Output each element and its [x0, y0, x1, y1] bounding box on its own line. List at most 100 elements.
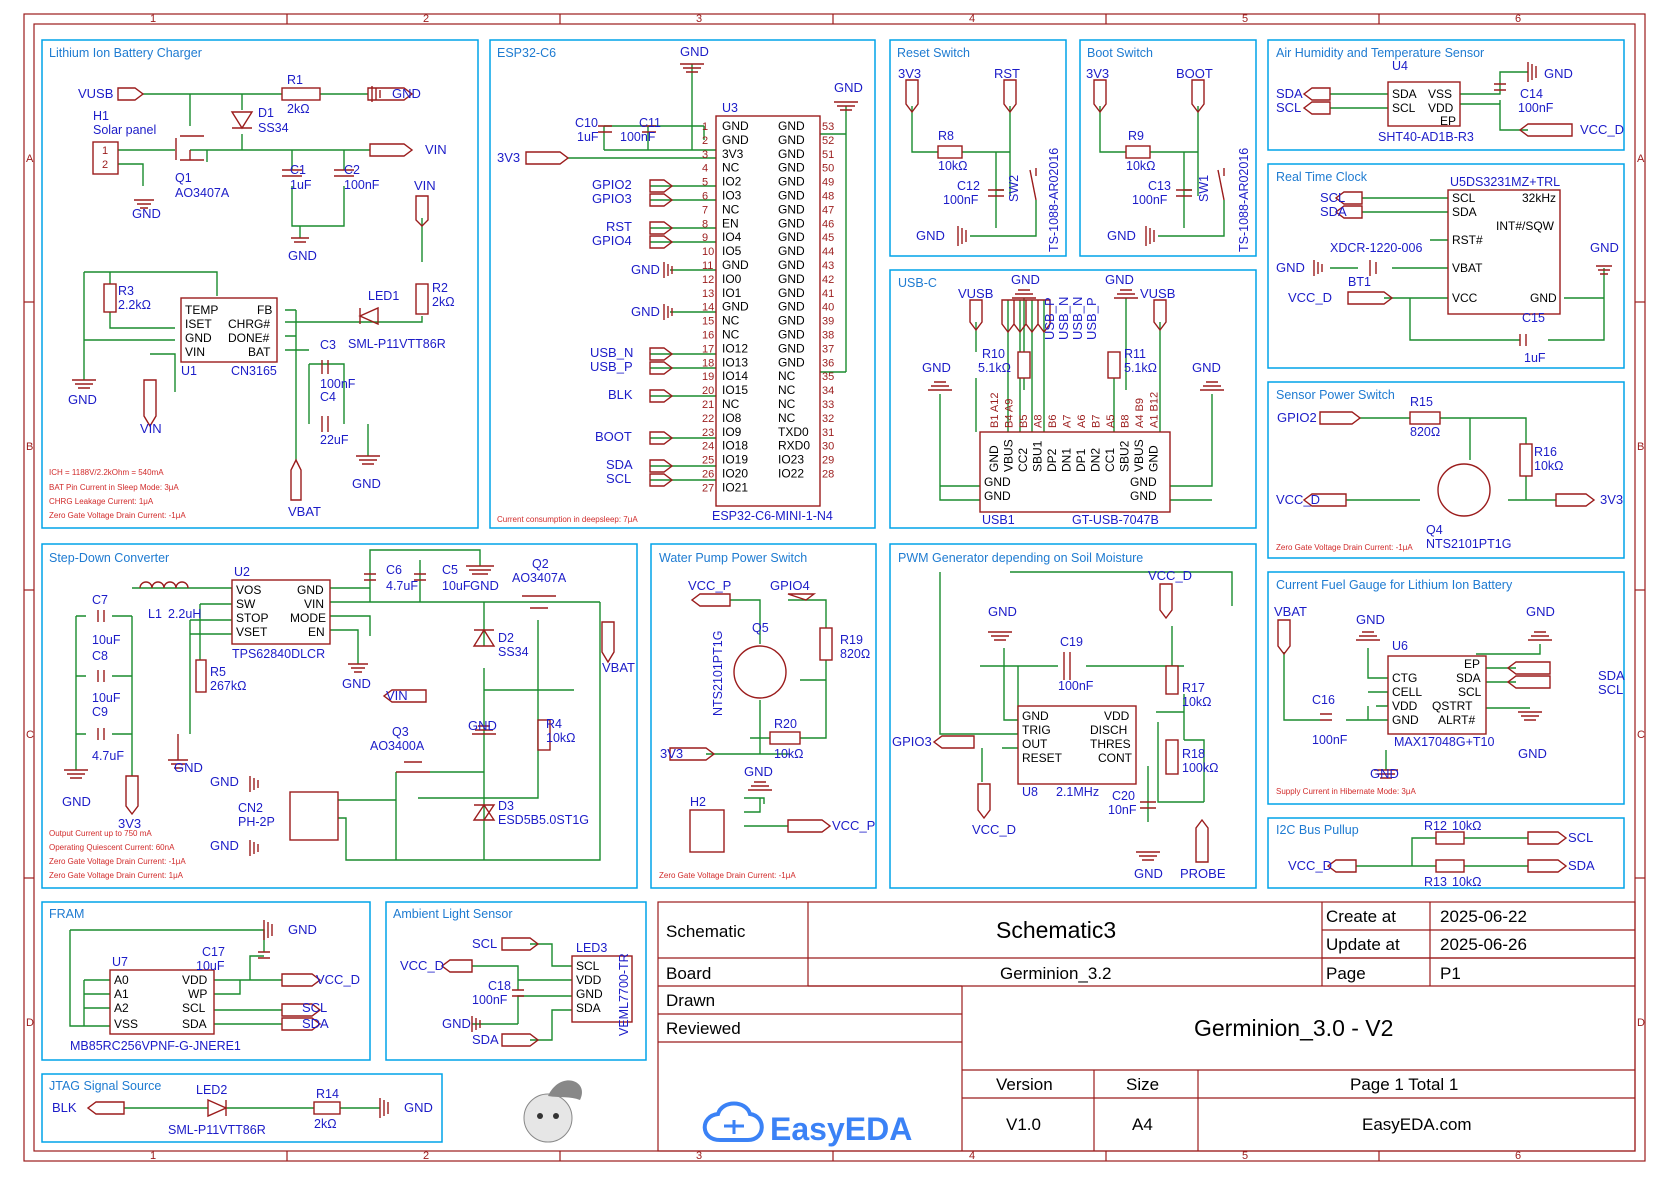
r3-resistor	[103, 283, 117, 313]
svg-text:SCL: SCL	[1598, 682, 1623, 697]
svg-text:RESET: RESET	[1022, 751, 1063, 765]
esp-pin-num-right: 36	[822, 357, 834, 369]
cn2-connector	[289, 791, 339, 841]
svg-text:1uF: 1uF	[577, 130, 599, 144]
esp-pin-num-left: 26	[702, 469, 714, 481]
svg-text:10kΩ: 10kΩ	[1452, 819, 1482, 833]
u5-chip	[1447, 189, 1561, 315]
svg-text:GT-USB-7047B: GT-USB-7047B	[1072, 513, 1159, 527]
svg-text:VCC_D: VCC_D	[1148, 568, 1192, 583]
ground-symbol	[471, 1016, 481, 1032]
svg-text:SCL: SCL	[1320, 190, 1345, 205]
svg-text:Q2: Q2	[532, 557, 549, 571]
svg-text:H2: H2	[690, 795, 706, 809]
esp-pin-num-left: 3	[702, 149, 708, 161]
svg-text:GND: GND	[288, 922, 317, 937]
svg-text:GND: GND	[68, 392, 97, 407]
svg-text:MB85RC256VPNF-G-JNERE1: MB85RC256VPNF-G-JNERE1	[70, 1039, 241, 1053]
esp-pin-num-left: 8	[702, 218, 708, 230]
svg-text:SDA: SDA	[182, 1017, 207, 1031]
svg-text:H1: H1	[93, 109, 109, 123]
svg-text:BLK: BLK	[608, 387, 633, 402]
q1-mosfet	[175, 135, 204, 161]
svg-text:SDA: SDA	[606, 457, 633, 472]
svg-text:SCL: SCL	[1276, 100, 1301, 115]
r14-resistor	[313, 1101, 341, 1115]
tb-page-label: Page	[1326, 964, 1366, 983]
svg-text:VIN: VIN	[386, 688, 408, 703]
svg-text:VBAT: VBAT	[1274, 604, 1307, 619]
usb-pin-num: B1 A12	[989, 393, 1001, 428]
svg-text:Q5: Q5	[752, 621, 769, 635]
svg-text:100nF: 100nF	[344, 178, 380, 192]
esp-pin-num-right: 48	[822, 191, 834, 203]
svg-text:2.2uH: 2.2uH	[168, 607, 201, 621]
svg-text:TPS62840DLCR: TPS62840DLCR	[232, 647, 325, 661]
svg-text:GND: GND	[984, 475, 1011, 489]
svg-text:CN2: CN2	[238, 801, 263, 815]
svg-text:GND: GND	[1356, 612, 1385, 627]
svg-text:AO3407A: AO3407A	[512, 571, 567, 585]
svg-text:GND: GND	[342, 676, 371, 691]
caps	[97, 573, 426, 740]
svg-text:BLK: BLK	[52, 1100, 77, 1115]
svg-text:D2: D2	[498, 631, 514, 645]
svg-text:U5: U5	[1450, 175, 1466, 189]
esp-pin-num-left: 19	[702, 371, 714, 383]
tb-size-label: Size	[1126, 1075, 1159, 1094]
svg-text:VDD: VDD	[182, 973, 208, 987]
esp-pin-num-left: 10	[702, 246, 714, 258]
esp-pin-right: RXD0	[778, 439, 810, 453]
esp-pin-right: GND	[778, 355, 805, 369]
svg-text:C6: C6	[386, 563, 402, 577]
svg-text:VBAT: VBAT	[288, 504, 321, 519]
block-usbc: USB-C VUSB GND GND VUSB GND GND R10 5.1k…	[889, 269, 1257, 529]
svg-text:A1: A1	[114, 987, 129, 1001]
esp-pin-num-left: 27	[702, 482, 714, 494]
led1-diode	[358, 306, 379, 326]
ground-symbols	[1356, 631, 1552, 779]
r13-resistor	[1435, 859, 1465, 873]
r20-resistor	[769, 731, 801, 745]
svg-text:GND: GND	[744, 764, 773, 779]
esp-net-flags	[649, 179, 674, 487]
svg-text:C17: C17	[202, 945, 225, 959]
svg-text:U2: U2	[234, 565, 250, 579]
ambient-flags	[440, 937, 540, 1047]
esp-pin-left: IO12	[722, 341, 748, 355]
svg-text:Zero Gate Voltage Drain Curren: Zero Gate Voltage Drain Current: -1μA	[49, 857, 186, 866]
esp-pin-num-left: 4	[702, 163, 708, 175]
esp-pin-num-left: 21	[702, 399, 714, 411]
esp-pin-right: GND	[778, 216, 805, 230]
svg-text:VIN: VIN	[304, 597, 324, 611]
tb-schematic-label: Schematic	[666, 922, 746, 941]
svg-text:Supply Current in Hibernate Mo: Supply Current in Hibernate Mode: 3μA	[1276, 787, 1416, 796]
svg-text:MODE: MODE	[290, 611, 326, 625]
usb-pin-num: B6	[1047, 415, 1059, 428]
tb-schematic-value: Schematic3	[996, 917, 1116, 943]
svg-text:VCC_D: VCC_D	[1276, 492, 1320, 507]
ground-symbols	[64, 565, 496, 856]
svg-text:ESD5B5.0ST1G: ESD5B5.0ST1G	[498, 813, 589, 827]
grid-col-5: 5	[1242, 13, 1248, 25]
usb-pin: GND	[1147, 445, 1161, 472]
svg-text:2kΩ: 2kΩ	[432, 295, 455, 309]
esp-pin-left: IO4	[722, 230, 742, 244]
svg-text:32kHz: 32kHz	[1522, 191, 1556, 205]
r4-resistor	[537, 719, 551, 751]
svg-text:C14: C14	[1520, 87, 1543, 101]
block-title-pwm: PWM Generator depending on Soil Moisture	[898, 551, 1143, 565]
svg-text:R12: R12	[1424, 819, 1447, 833]
svg-text:C15: C15	[1522, 311, 1545, 325]
rtc-flags	[1334, 191, 1394, 305]
grid-markers: 1 2 3 4 5 6 1 2 3 4 5 6 A B C D A B C D	[24, 13, 1645, 1162]
tb-pagetotal: Page 1 Total 1	[1350, 1075, 1458, 1094]
svg-text:3V3: 3V3	[660, 746, 683, 761]
block-jtag: JTAG Signal Source BLK LED2 SML-P11VTT86…	[41, 1073, 443, 1143]
ground-symbol	[1145, 226, 1155, 246]
esp-pin-left: GND	[722, 133, 749, 147]
svg-text:C9: C9	[92, 705, 108, 719]
grid-col-6b: 6	[1515, 1150, 1521, 1162]
esp-pin-num-left: 14	[702, 302, 714, 314]
svg-text:Operating Quiescent Current: 6: Operating Quiescent Current: 60nA	[49, 843, 175, 852]
